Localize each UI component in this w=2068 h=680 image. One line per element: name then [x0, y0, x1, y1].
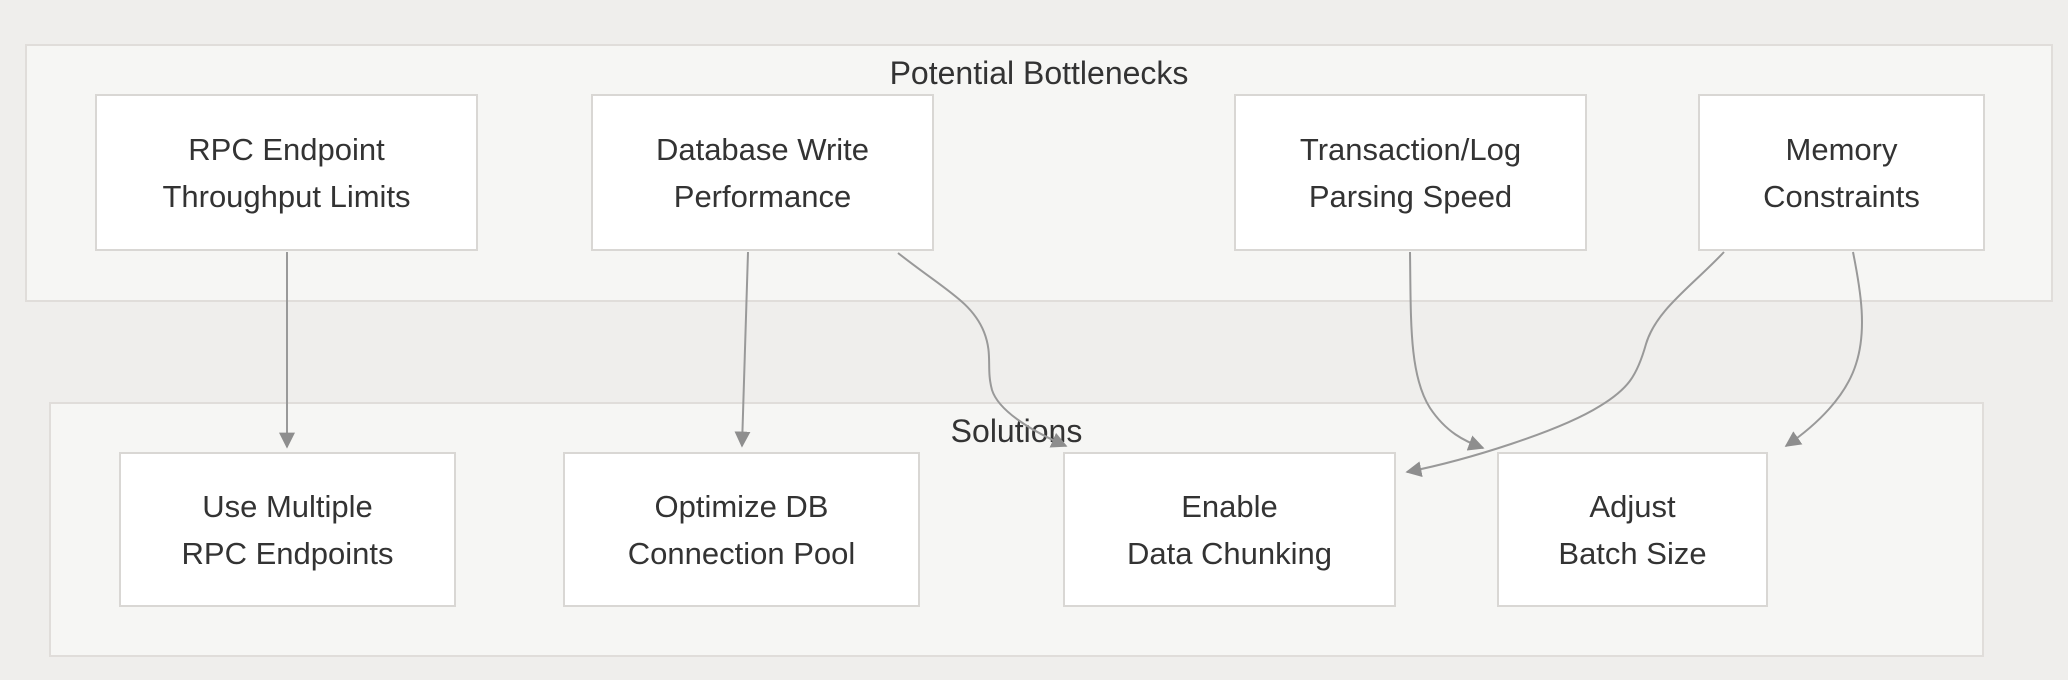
node-memory-constraints: Memory Constraints	[1698, 94, 1985, 251]
node-label-line: Optimize DB	[654, 488, 829, 524]
node-label-line: RPC Endpoints	[181, 535, 394, 571]
node-label-line: Parsing Speed	[1308, 178, 1513, 214]
node-label-line: RPC Endpoint	[188, 131, 385, 167]
node-use-multiple-rpc-endpoints: Use Multiple RPC Endpoints	[119, 452, 456, 607]
node-label-line: Adjust	[1589, 488, 1676, 524]
node-label-line: Batch Size	[1558, 535, 1707, 571]
node-label-line: Throughput Limits	[162, 178, 411, 214]
node-transaction-log-parsing-speed: Transaction/Log Parsing Speed	[1234, 94, 1587, 251]
node-label-line: Performance	[673, 178, 852, 214]
node-adjust-batch-size: Adjust Batch Size	[1497, 452, 1768, 607]
node-label-line: Enable	[1181, 488, 1278, 524]
cluster-title-solutions: Solutions	[950, 413, 1083, 449]
node-database-write-performance: Database Write Performance	[591, 94, 934, 251]
node-label-line: Transaction/Log	[1299, 131, 1522, 167]
node-label-line: Constraints	[1763, 178, 1920, 214]
node-label-line: Use Multiple	[202, 488, 373, 524]
node-label-line: Connection Pool	[627, 535, 856, 571]
node-optimize-db-connection-pool: Optimize DB Connection Pool	[563, 452, 920, 607]
node-label-line: Database Write	[655, 131, 870, 167]
node-label-line: Memory	[1785, 131, 1898, 167]
cluster-title-potential-bottlenecks: Potential Bottlenecks	[889, 55, 1189, 91]
node-label-line: Data Chunking	[1126, 535, 1333, 571]
node-enable-data-chunking: Enable Data Chunking	[1063, 452, 1396, 607]
node-rpc-endpoint-throughput-limits: RPC Endpoint Throughput Limits	[95, 94, 478, 251]
